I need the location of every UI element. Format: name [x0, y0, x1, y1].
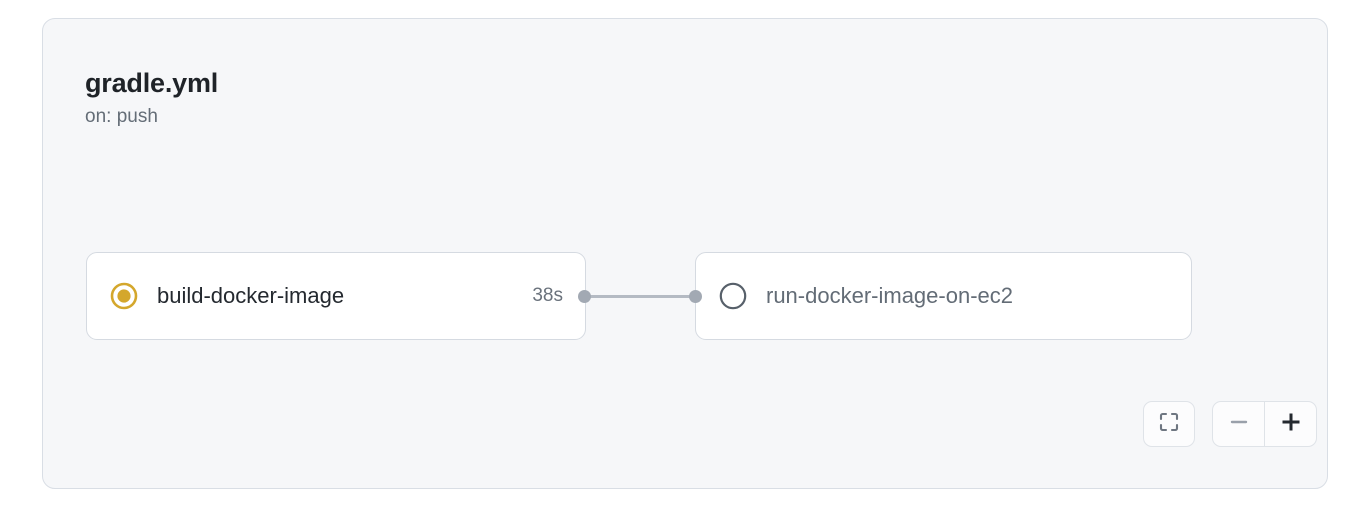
- zoom-in-button[interactable]: [1264, 402, 1316, 446]
- zoom-control-group: [1212, 401, 1317, 447]
- job-duration-build-docker-image: 38s: [532, 285, 563, 306]
- node-handle-source[interactable]: [578, 290, 591, 303]
- graph-controls: [1143, 401, 1317, 447]
- job-label-build-docker-image: build-docker-image: [157, 283, 345, 308]
- job-label-run-docker-image-on-ec2: run-docker-image-on-ec2: [766, 283, 1013, 308]
- fit-view-button[interactable]: [1143, 401, 1195, 447]
- fit-view-icon: [1157, 410, 1181, 439]
- workflow-header: gradle.yml on: push: [85, 67, 218, 129]
- workflow-canvas[interactable]: build-docker-image 38s run-docker-image-…: [43, 19, 1327, 488]
- workflow-title: gradle.yml: [85, 68, 219, 98]
- pending-circle-icon: [718, 281, 748, 311]
- workflow-trigger-label: on: push: [85, 106, 158, 127]
- node-handle-target[interactable]: [689, 290, 702, 303]
- minus-icon: [1227, 410, 1251, 439]
- job-node-run-docker-image-on-ec2[interactable]: run-docker-image-on-ec2: [695, 252, 1192, 340]
- job-node-build-docker-image[interactable]: build-docker-image 38s: [86, 252, 586, 340]
- in-progress-circle-icon: [109, 281, 139, 311]
- edge-build-to-run: [584, 295, 695, 298]
- workflow-card: gradle.yml on: push build-docker-image 3…: [42, 18, 1328, 489]
- plus-icon: [1278, 409, 1304, 440]
- zoom-out-button[interactable]: [1213, 402, 1264, 446]
